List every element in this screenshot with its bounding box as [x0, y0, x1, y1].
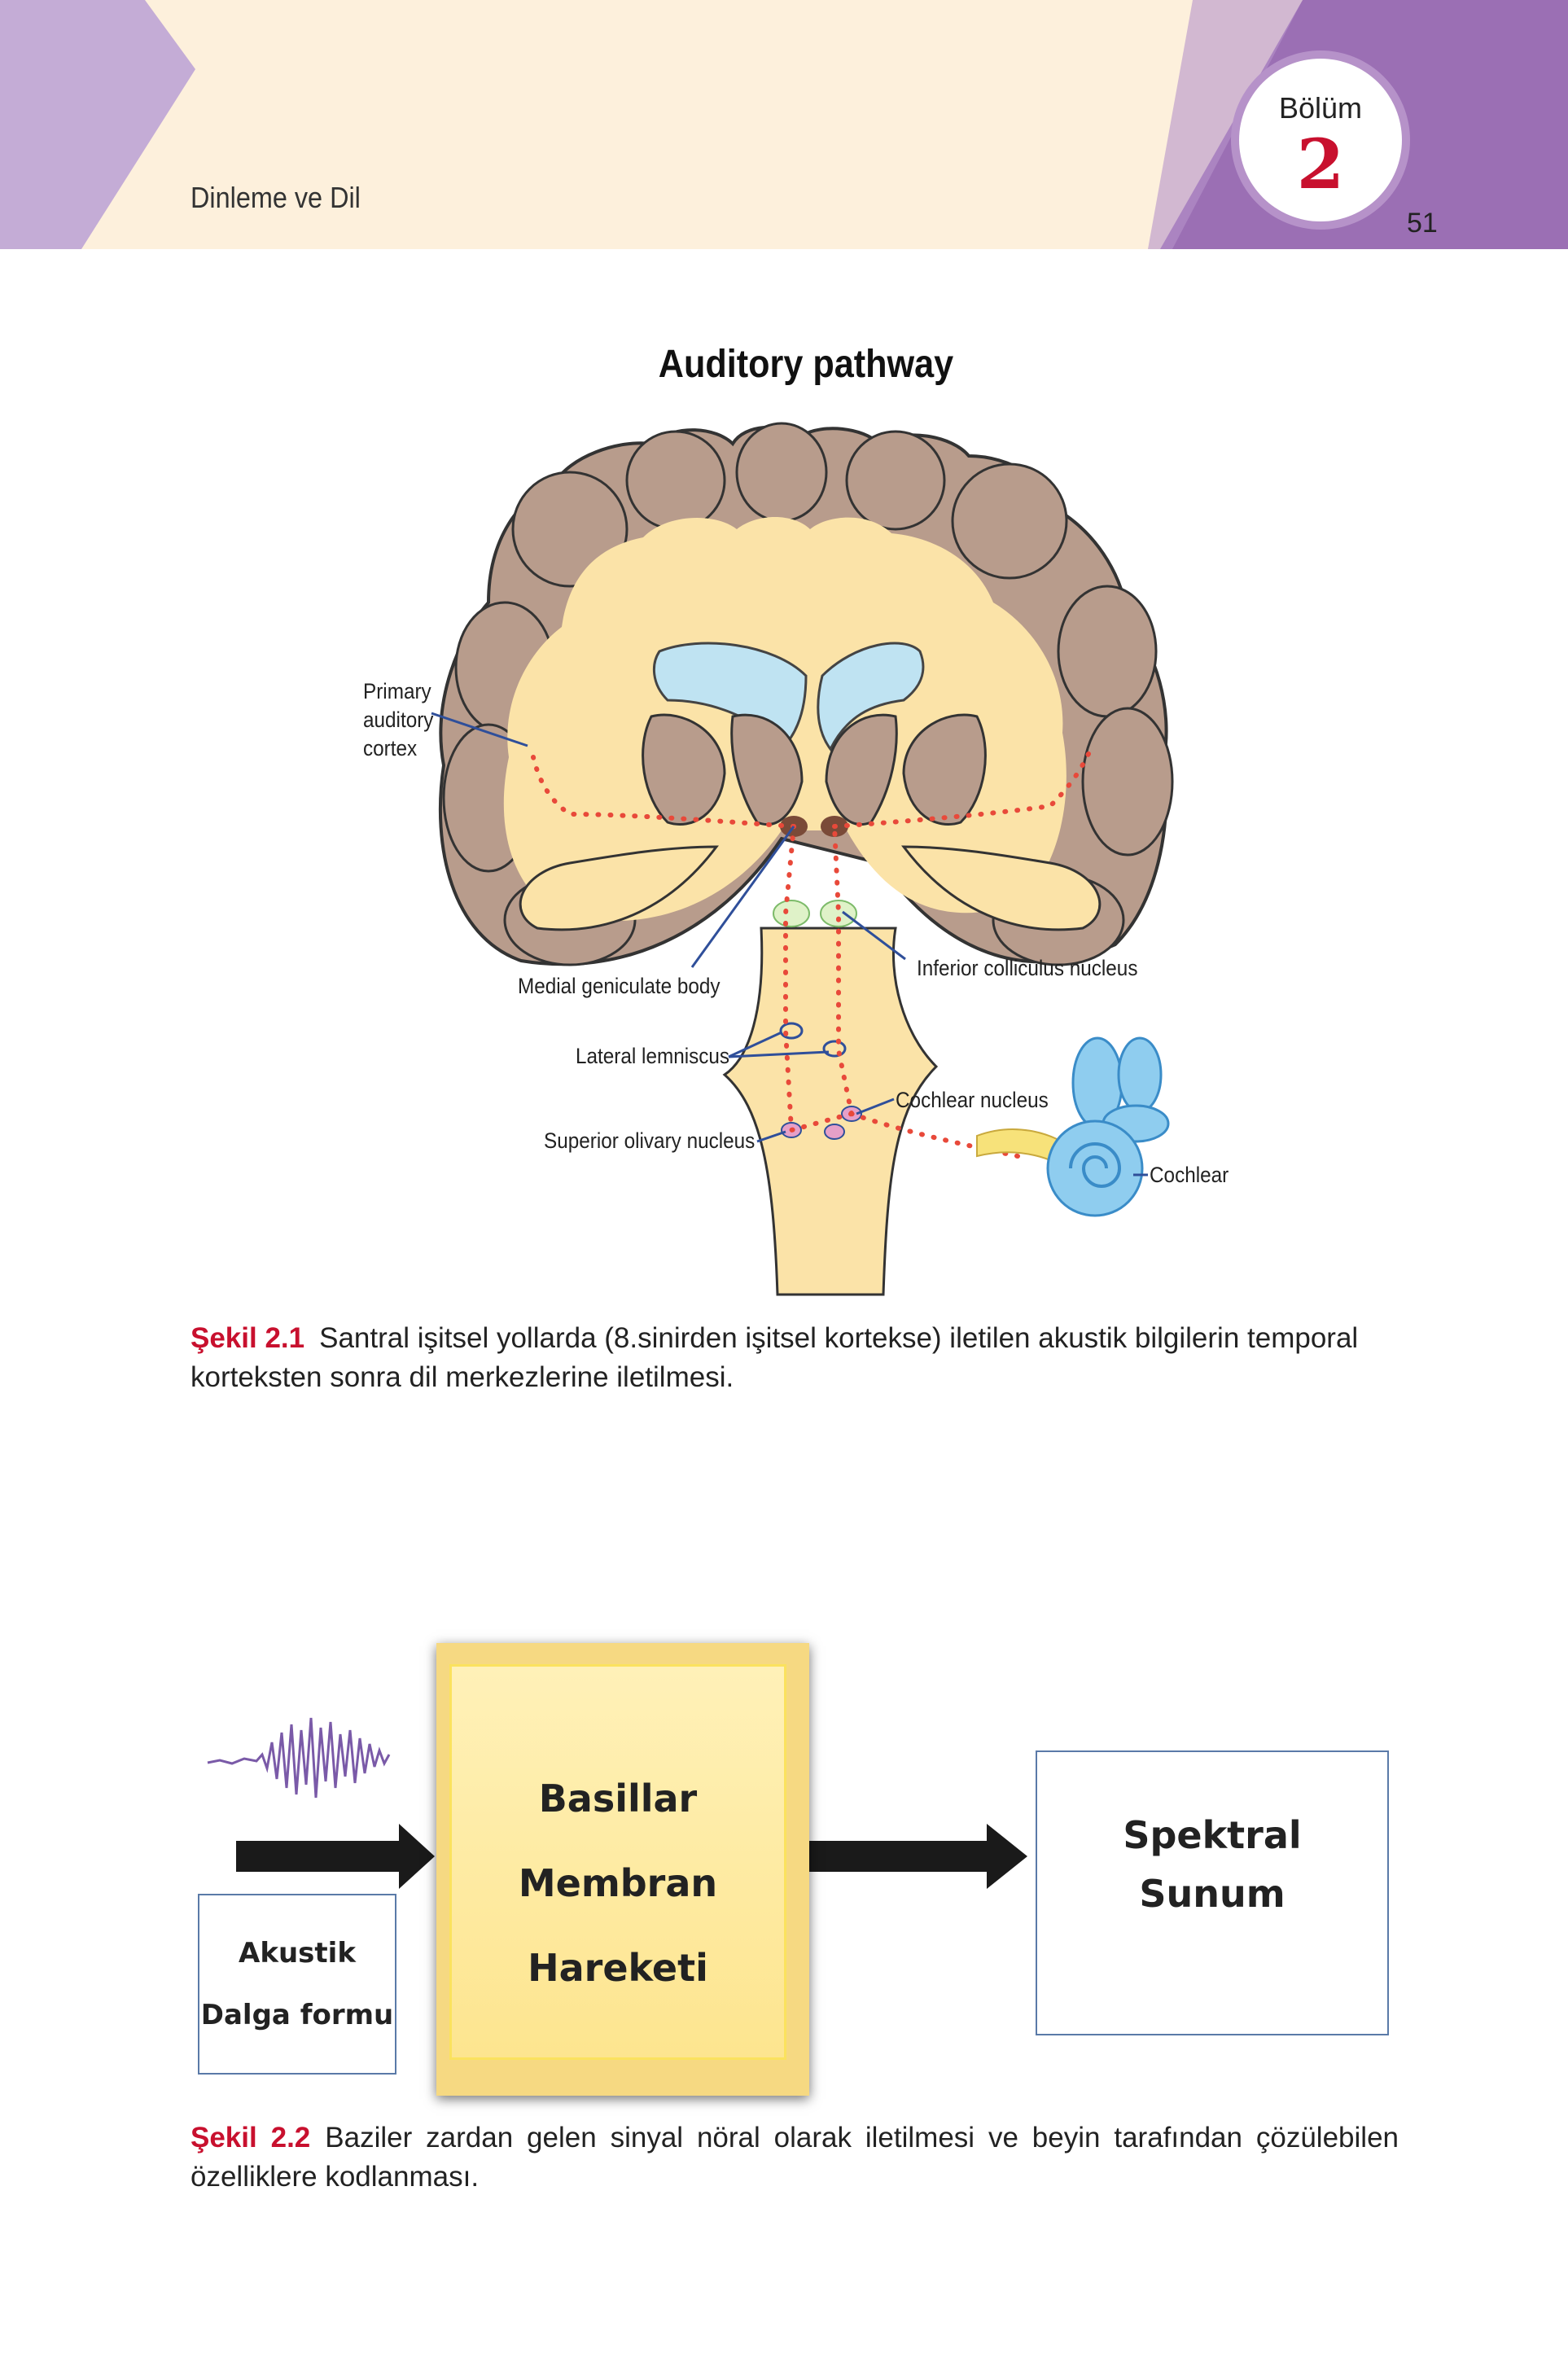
label-line: Primary	[363, 679, 431, 703]
arrow-input-head	[399, 1824, 435, 1889]
spectral-line2: Sunum	[1139, 1872, 1285, 1916]
brainstem	[722, 927, 939, 1296]
label-cochlear-nucleus: Cochlear nucleus	[896, 1088, 1049, 1112]
running-title: Dinleme ve Dil	[191, 181, 361, 214]
label-primary-auditory-cortex: Primary auditory cortex	[363, 677, 433, 763]
left-inferior-colliculus	[773, 900, 810, 927]
auditory-pathway-illustration	[431, 422, 1174, 1296]
basilar-membrane-box: Basillar Membran Hareketi	[449, 1664, 786, 2060]
acoustic-waveform-box: Akustik Dalga formu	[198, 1894, 396, 2075]
figure1-title: Auditory pathway	[658, 343, 954, 386]
basilar-membrane-line2: Membran	[518, 1861, 718, 1905]
chapter-label: Bölüm	[1278, 91, 1363, 125]
spectral-line1: Spektral	[1123, 1813, 1302, 1857]
figure2-caption-tag: Şekil 2.2	[191, 2122, 311, 2153]
page-number: 51	[1407, 208, 1438, 239]
chapter-badge: Bölüm 2	[1239, 59, 1402, 221]
left-thalamus	[730, 713, 804, 826]
label-inferior-colliculus-nucleus: Inferior colliculus nucleus	[917, 956, 1138, 980]
figure1-caption-tag: Şekil 2.1	[191, 1322, 305, 1354]
right-inferior-colliculus	[820, 900, 857, 927]
right-basal-ganglia	[902, 713, 987, 826]
arrow-input-shaft	[236, 1841, 399, 1872]
label-line: auditory	[363, 708, 434, 732]
label-medial-geniculate-body: Medial geniculate body	[518, 974, 720, 998]
label-leader-lines	[431, 712, 1148, 1176]
basilar-membrane-line3: Hareketi	[528, 1946, 708, 1990]
label-superior-olivary-nucleus: Superior olivary nucleus	[544, 1128, 756, 1153]
arrow-output-shaft	[806, 1841, 987, 1872]
figure2-caption-text: Baziler zardan gelen sinyal nöral olarak…	[191, 2122, 1399, 2193]
figure1-caption-text: Santral işitsel yollarda (8.sinirden işi…	[191, 1322, 1359, 1393]
label-cochlear: Cochlear	[1150, 1163, 1229, 1187]
arrow-output-head	[987, 1824, 1027, 1889]
right-thalamus	[825, 713, 898, 826]
right-temporal-lobe	[900, 845, 1102, 931]
page-header: Dinleme ve Dil Bölüm 2 51	[0, 0, 1568, 249]
acoustic-waveform-line1: Akustik	[239, 1937, 356, 1969]
acoustic-waveform-line2: Dalga formu	[200, 1999, 394, 2031]
cochlea-illustration	[976, 1036, 1170, 1217]
right-ventricle	[817, 642, 925, 751]
left-lateral-lemniscus	[779, 1022, 804, 1040]
right-superior-olivary	[824, 1124, 845, 1140]
auditory-pathway-dots	[531, 747, 1093, 1159]
label-lateral-lemniscus: Lateral lemniscus	[576, 1044, 730, 1068]
left-basal-ganglia	[642, 713, 726, 826]
left-temporal-lobe	[519, 845, 720, 931]
chapter-number: 2	[1296, 124, 1345, 204]
spectral-representation-box: Spektral Sunum	[1036, 1750, 1389, 2035]
label-line: cortex	[363, 736, 418, 760]
right-lateral-lemniscus	[822, 1040, 847, 1058]
basilar-membrane-line1: Basillar	[538, 1777, 698, 1821]
acoustic-waveform-icon	[207, 1717, 391, 1799]
